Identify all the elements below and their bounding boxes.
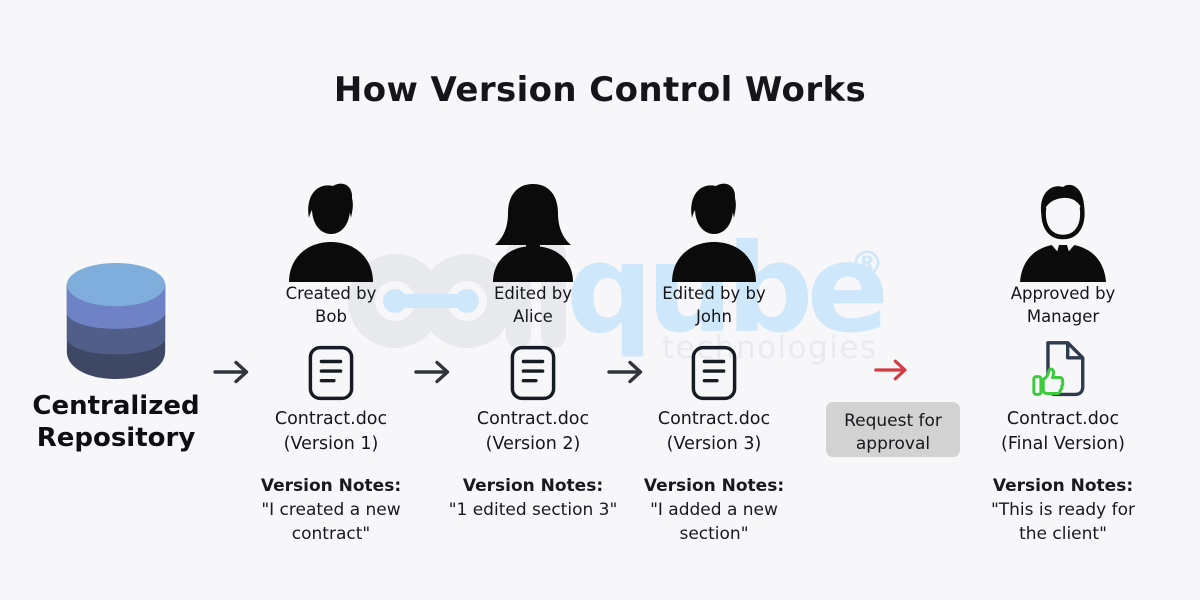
repository-label-line1: Centralized: [32, 391, 200, 421]
manager-suit-silhouette-icon: [1020, 184, 1106, 282]
actor-label: Edited by Alice: [433, 283, 633, 329]
actor-label: Edited by by John: [614, 283, 814, 329]
version-notes: Version Notes: "I added a new section": [614, 475, 814, 546]
document-name: Contract.doc: [476, 409, 590, 429]
version-notes-text: section": [679, 523, 749, 544]
document-version: (Version 2): [485, 434, 581, 455]
version-notes-title: Version Notes:: [643, 476, 785, 496]
document-text-icon: [308, 345, 354, 401]
document-text-icon: [691, 345, 737, 401]
page-title: How Version Control Works: [333, 70, 867, 110]
document-version: (Version 3): [666, 434, 762, 455]
right-arrow-icon: [607, 360, 643, 384]
document-name: Contract.doc: [657, 409, 771, 429]
document-name: Contract.doc: [274, 409, 388, 429]
actor-name: Manager: [1026, 306, 1100, 326]
watermark-dot: [455, 289, 479, 313]
female-user-silhouette-icon: [493, 184, 573, 282]
approved-document-thumbs-up-icon: [1032, 341, 1085, 397]
version-notes-title: Version Notes:: [260, 476, 402, 496]
actor-label: Approved by Manager: [963, 283, 1163, 329]
document-label: Contract.doc (Version 3): [614, 407, 814, 457]
version-notes: Version Notes: "1 edited section 3": [433, 475, 633, 523]
actor-action: Approved by: [1010, 284, 1116, 303]
right-arrow-icon: [414, 360, 450, 384]
version-notes: Version Notes: "This is ready for the cl…: [963, 475, 1163, 546]
version-notes-text: contract": [291, 523, 371, 544]
actor-name: Alice: [513, 306, 553, 326]
database-cylinder-icon: [57, 256, 175, 388]
request-for-approval-box: Request for approval: [826, 402, 960, 457]
document-label: Contract.doc (Version 1): [231, 407, 431, 457]
right-arrow-icon: [213, 360, 249, 384]
actor-label: Created by Bob: [231, 283, 431, 329]
watermark-link-bar: [393, 294, 469, 308]
document-version: (Final Version): [1001, 434, 1125, 455]
version-notes-title: Version Notes:: [462, 476, 604, 496]
actor-name: John: [696, 306, 732, 326]
version-notes-text: "I created a new: [261, 499, 401, 520]
version-notes-text: "1 edited section 3": [448, 499, 618, 520]
male-user-silhouette-icon: [289, 183, 373, 282]
document-label: Contract.doc (Final Version): [963, 407, 1163, 457]
step-column-version2: Edited by Alice Contract.doc (Version 2)…: [433, 150, 633, 570]
version-notes-text: "I added a new: [650, 499, 778, 520]
registered-trademark-icon: ®: [850, 244, 884, 284]
version-notes: Version Notes: "I created a new contract…: [231, 475, 431, 546]
document-version: (Version 1): [283, 434, 379, 455]
male-user-silhouette-icon: [672, 183, 756, 282]
red-right-arrow-icon: [874, 359, 907, 381]
repository-label-line2: Repository: [36, 423, 196, 454]
actor-action: Edited by: [493, 284, 573, 303]
repository-label: Centralized Repository: [8, 390, 224, 454]
actor-action: Created by: [285, 284, 377, 303]
actor-action: Edited by by: [662, 284, 766, 303]
watermark-dot: [383, 289, 407, 313]
step-column-final: Approved by Manager Contract.doc (Final …: [963, 150, 1163, 570]
version-notes-title: Version Notes:: [992, 476, 1134, 496]
document-text-icon: [510, 345, 556, 401]
version-notes-text: the client": [1019, 523, 1107, 544]
version-notes-text: "This is ready for: [990, 499, 1136, 520]
approval-label-line1: Request for: [844, 411, 942, 431]
document-label: Contract.doc (Version 2): [433, 407, 633, 457]
step-column-version3: Edited by by John Contract.doc (Version …: [614, 150, 814, 570]
step-column-version1: Created by Bob Contract.doc (Version 1) …: [231, 150, 431, 570]
document-name: Contract.doc: [1006, 409, 1120, 429]
approval-label-line2: approval: [855, 434, 931, 455]
actor-name: Bob: [315, 306, 347, 326]
